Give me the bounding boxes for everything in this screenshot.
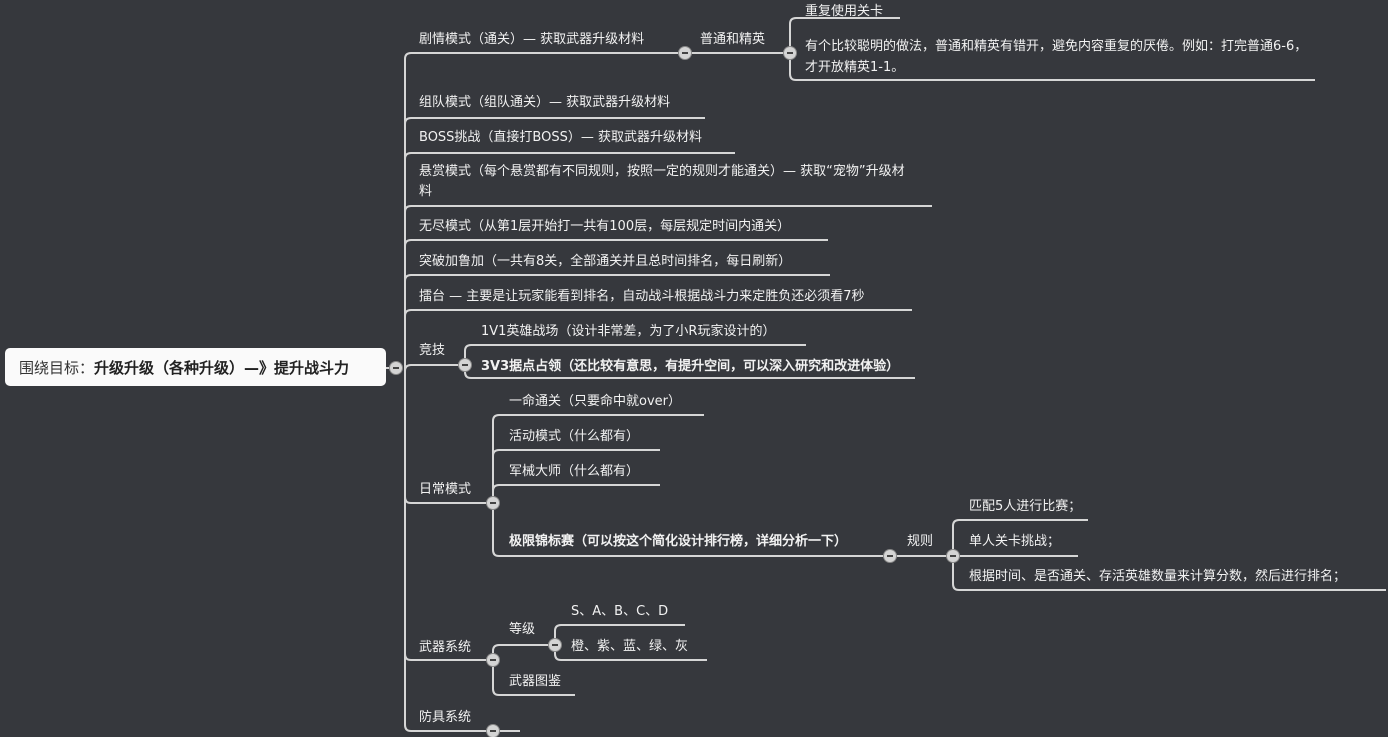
connector-line — [789, 53, 1315, 81]
topic-grade[interactable]: 等级 — [509, 622, 536, 637]
root-title: 升级升级（各种升级）—》提升战斗力 — [94, 358, 350, 377]
connector-line — [404, 368, 520, 732]
topic-armor-system[interactable]: 防具系统 — [419, 710, 472, 725]
connector-line — [952, 519, 1088, 556]
connector-line — [404, 117, 705, 368]
topic-arena[interactable]: 擂台 — 主要是让玩家能看到排名，自动战斗根据战斗力来定胜负还必须看7秒 — [419, 289, 865, 304]
topic-one-life[interactable]: 一命通关（只要命中就over） — [509, 394, 681, 409]
topic-grade-letters[interactable]: S、A、B、C、D — [571, 604, 669, 619]
connector-line — [492, 484, 660, 503]
topic-reuse-levels[interactable]: 重复使用关卡 — [805, 4, 884, 19]
topic-smart-note[interactable]: 有个比较聪明的做法，普通和精英有错开，避免内容重复的厌倦。例如：打完普通6-6，… — [805, 39, 1308, 75]
topic-rule-2[interactable]: 单人关卡挑战； — [969, 534, 1061, 549]
topic-pvp-3v3[interactable]: 3V3据点占领（还比较有意思，有提升空间，可以深入研究和改进体验） — [481, 359, 900, 374]
connector-line — [404, 309, 912, 368]
topic-bounty-mode[interactable]: 悬赏模式（每个悬赏都有不同规则，按照一定的规则才能通关）— 获取“宠物”升级材料 — [419, 164, 905, 199]
topic-boss-challenge[interactable]: BOSS挑战（直接打BOSS）— 获取武器升级材料 — [419, 130, 702, 145]
collapse-grade-button[interactable] — [549, 639, 561, 651]
connector-line — [464, 365, 915, 379]
connector-line — [492, 449, 660, 503]
collapse-armor-button[interactable] — [487, 725, 499, 737]
topic-grade-colors[interactable]: 橙、紫、蓝、绿、灰 — [571, 639, 689, 654]
collapse-story-button[interactable] — [679, 47, 691, 59]
collapse-root-button[interactable] — [390, 362, 402, 374]
topic-breakthrough[interactable]: 突破加鲁加（一共有8关，全部通关并且总时间排名，每日刷新） — [419, 254, 792, 269]
topic-rule-1[interactable]: 匹配5人进行比赛； — [969, 499, 1082, 514]
topic-endless-mode[interactable]: 无尽模式（从第1层开始打一共有100层，每层规定时间内通关） — [419, 219, 791, 234]
topic-event-mode[interactable]: 活动模式（什么都有） — [509, 429, 640, 444]
connector-line — [554, 624, 685, 645]
topic-extreme-tournament[interactable]: 极限锦标赛（可以按这个简化设计排行榜，详细分析一下） — [509, 534, 848, 549]
connector-line — [464, 344, 806, 365]
connector-line — [492, 503, 890, 557]
topic-pvp-1v1[interactable]: 1V1英雄战场（设计非常差，为了小R玩家设计的） — [481, 324, 776, 339]
connector-line — [404, 274, 830, 368]
topic-normal-elite[interactable]: 普通和精英 — [700, 32, 766, 47]
topic-armory-master[interactable]: 军械大师（什么都有） — [509, 464, 640, 479]
connector-line — [404, 368, 493, 661]
connector-line — [492, 414, 704, 503]
connector-line — [404, 152, 735, 368]
topic-weapon-system[interactable]: 武器系统 — [419, 640, 472, 655]
collapse-rules-button[interactable] — [947, 550, 959, 562]
connector-line — [554, 645, 707, 661]
collapse-daily-button[interactable] — [487, 497, 499, 509]
collapse-normal-elite-button[interactable] — [784, 47, 796, 59]
topic-rules[interactable]: 规则 — [907, 534, 934, 549]
topic-daily-mode[interactable]: 日常模式 — [419, 482, 472, 497]
collapse-pvp-button[interactable] — [459, 359, 471, 371]
topic-story-mode[interactable]: 剧情模式（通关）— 获取武器升级材料 — [419, 32, 645, 47]
connector-line — [492, 660, 575, 696]
connector-line — [404, 239, 828, 368]
collapse-extreme-button[interactable] — [884, 550, 896, 562]
connector-line — [492, 644, 555, 660]
connector-line — [952, 556, 1386, 591]
connector-line — [404, 364, 465, 372]
topic-pvp[interactable]: 竞技 — [419, 343, 446, 358]
topic-team-mode[interactable]: 组队模式（组队通关）— 获取武器升级材料 — [419, 95, 671, 110]
topic-rule-3[interactable]: 根据时间、是否通关、存活英雄数量来计算分数，然后进行排名； — [969, 569, 1347, 584]
root-prefix: 围绕目标： — [19, 358, 95, 377]
root-topic[interactable]: 围绕目标：升级升级（各种升级）—》提升战斗力 — [5, 348, 386, 386]
collapse-weapon-button[interactable] — [487, 654, 499, 666]
connector-line — [404, 205, 932, 368]
connector-line — [404, 52, 685, 368]
topic-weapon-codex[interactable]: 武器图鉴 — [509, 674, 562, 689]
connector-line — [789, 17, 900, 53]
